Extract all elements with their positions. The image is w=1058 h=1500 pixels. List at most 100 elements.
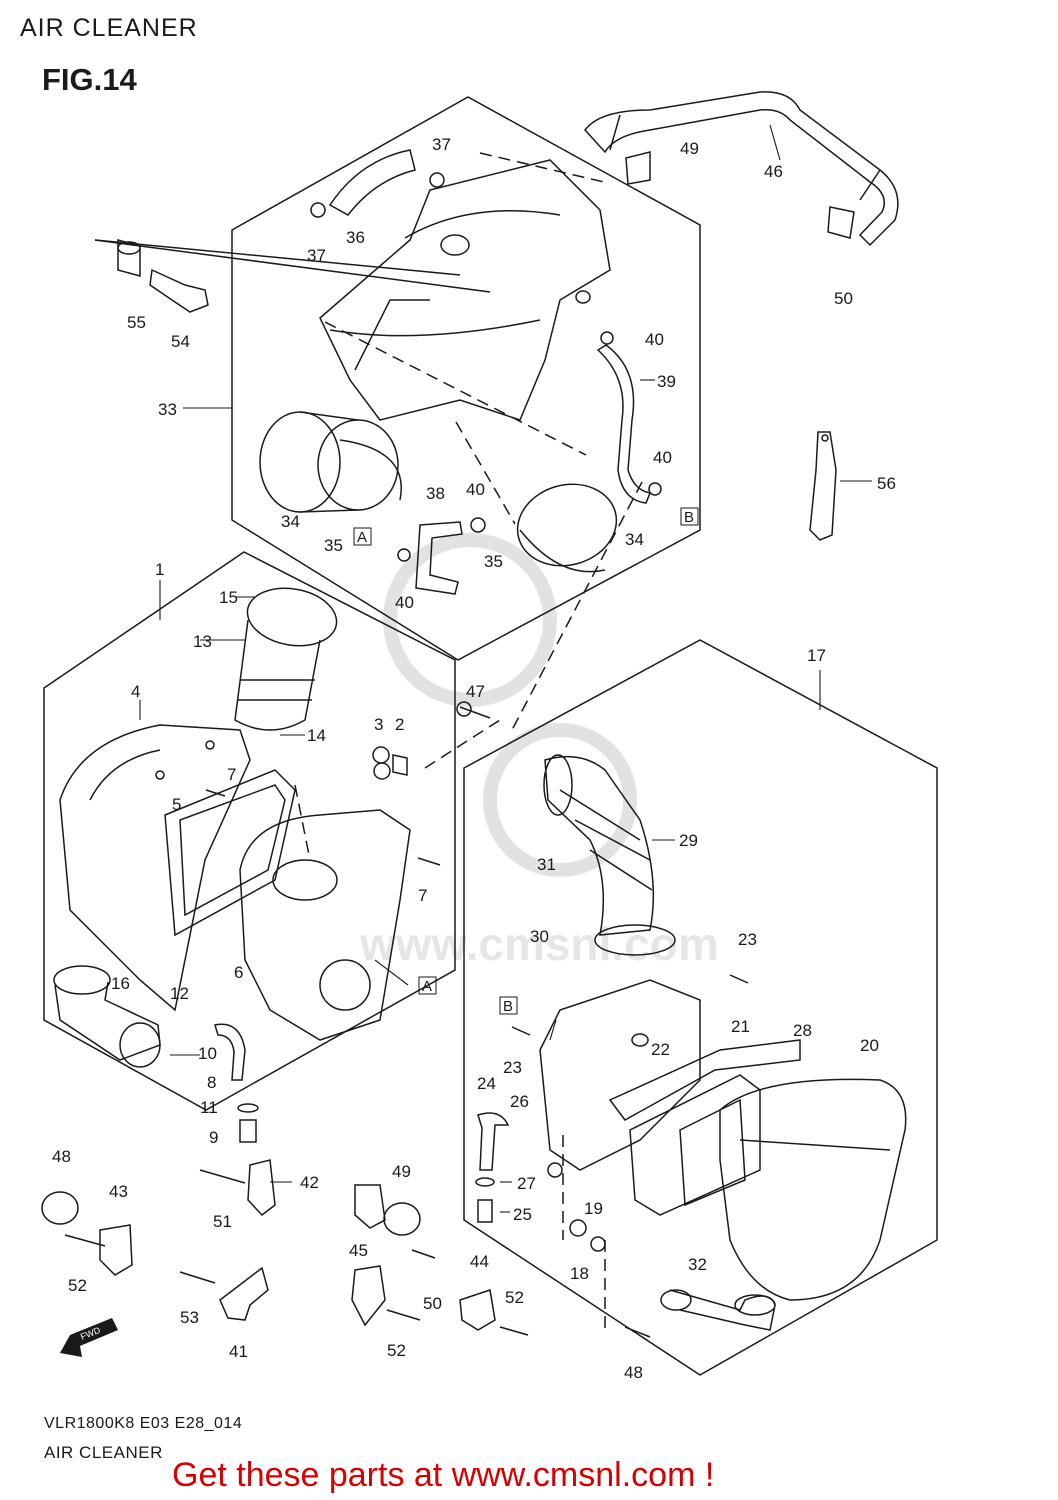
- part-23-screw: [511, 974, 749, 1036]
- part-18-19-grommet: [569, 1219, 606, 1252]
- part-43-bracket: [99, 1224, 133, 1276]
- callout-52: 52: [68, 1276, 87, 1295]
- ref-tag-b-lower: [499, 996, 518, 1015]
- part-52-bolt: [64, 1169, 421, 1321]
- callout-33: 33: [158, 400, 177, 419]
- page-header: AIR CLEANER: [20, 14, 198, 42]
- part-44-bracket: [459, 1289, 496, 1331]
- part-37-clip: [310, 172, 445, 218]
- part-13-outlet-tube: [234, 587, 338, 731]
- part-22-case: [539, 979, 701, 1178]
- part-56-grommet: [117, 239, 141, 277]
- callout-44: 44: [470, 1252, 489, 1271]
- part-20-cover: [719, 1078, 907, 1301]
- callout-2: 2: [395, 715, 404, 734]
- svg-text:B: B: [684, 509, 694, 526]
- callout-23: 23: [738, 930, 757, 949]
- group-outline-upper: [231, 96, 701, 661]
- callout-22: 22: [651, 1040, 670, 1059]
- callout-5: 5: [172, 795, 181, 814]
- part-24-hose: [477, 1112, 510, 1171]
- callout-20: 20: [860, 1036, 879, 1055]
- callout-52: 52: [387, 1341, 406, 1360]
- callout-9: 9: [209, 1128, 218, 1147]
- part-4-outer-cover: [59, 724, 251, 1012]
- callout-35: 35: [324, 536, 343, 555]
- callout-49: 49: [392, 1162, 411, 1181]
- part-21-element: [629, 1074, 761, 1216]
- callout-15: 15: [219, 588, 238, 607]
- part-12-case: [239, 762, 411, 1041]
- callout-48: 48: [624, 1363, 643, 1382]
- cta-link[interactable]: Get these parts at www.cmsnl.com !: [172, 1456, 715, 1494]
- callout-30: 30: [530, 927, 549, 946]
- callout-39: 39: [657, 372, 676, 391]
- callout-34: 34: [625, 530, 644, 549]
- part-54-bolt: [179, 1271, 216, 1284]
- callout-3: 3: [374, 715, 383, 734]
- callout-21: 21: [731, 1017, 750, 1036]
- part-5-element: [164, 769, 296, 937]
- ref-tag-b-upper: [680, 507, 699, 526]
- callout-8: 8: [207, 1073, 216, 1092]
- callout-49: 49: [680, 139, 699, 158]
- part-16-duct: [53, 965, 161, 1068]
- part-41-bracket: [219, 1266, 269, 1321]
- ref-tag-a-lower: [418, 976, 437, 995]
- callout-4: 4: [131, 682, 140, 701]
- callout-16: 16: [111, 974, 130, 993]
- callout-38: 38: [426, 484, 445, 503]
- callout-7: 7: [227, 765, 236, 784]
- callout-labels: 1234567789101112131415161718192021222323…: [52, 135, 896, 1382]
- part-7-screw: [205, 789, 441, 866]
- callout-52: 52: [505, 1288, 524, 1307]
- part-33-air-cleaner-cover: [319, 159, 611, 421]
- callout-32: 32: [688, 1255, 707, 1274]
- callout-40: 40: [395, 593, 414, 612]
- part-28-gasket: [608, 1039, 801, 1121]
- part-9-plug: [239, 1119, 257, 1143]
- callout-40: 40: [466, 480, 485, 499]
- callout-17: 17: [807, 646, 826, 665]
- callout-45: 45: [349, 1241, 368, 1260]
- callout-10: 10: [198, 1044, 217, 1063]
- callout-46: 46: [764, 162, 783, 181]
- part-39-hose: [596, 344, 652, 504]
- callout-51: 51: [213, 1212, 232, 1231]
- part-3-2-grommet: [372, 746, 408, 776]
- callout-53: 53: [180, 1308, 199, 1327]
- part-32-duct: [660, 1289, 776, 1331]
- part-31-seal: [543, 754, 573, 816]
- callout-12: 12: [170, 984, 189, 1003]
- callout-36: 36: [346, 228, 365, 247]
- callout-27: 27: [517, 1174, 536, 1193]
- part-46-bracket: [354, 1184, 386, 1229]
- callout-40: 40: [653, 448, 672, 467]
- watermark-text: www.cmsnl.com: [359, 918, 719, 970]
- ref-tags: A A B B: [353, 507, 699, 1015]
- svg-text:B: B: [503, 998, 513, 1015]
- part-55-plug: [149, 268, 209, 313]
- callout-18: 18: [570, 1264, 589, 1283]
- part-48-bolt: [456, 701, 491, 719]
- part-40-clip: [397, 331, 662, 562]
- svg-text:A: A: [357, 529, 367, 546]
- leader-56-55: [94, 239, 491, 293]
- callout-50: 50: [834, 289, 853, 308]
- ref-tag-a-upper: [353, 527, 372, 546]
- callout-40: 40: [645, 330, 664, 349]
- callout-37: 37: [307, 246, 326, 265]
- part-38-hose: [415, 521, 463, 595]
- callout-29: 29: [679, 831, 698, 850]
- part-50-clamp: [625, 151, 855, 239]
- callout-48: 48: [52, 1147, 71, 1166]
- callout-11: 11: [200, 1098, 218, 1117]
- callout-23: 23: [503, 1058, 522, 1077]
- part-48-lower-bolt: [624, 1326, 651, 1338]
- callout-26: 26: [510, 1092, 529, 1111]
- callout-35: 35: [484, 552, 503, 571]
- part-8-drain-hose: [214, 1023, 246, 1081]
- callout-13: 13: [193, 632, 212, 651]
- part-34-seal: [259, 411, 618, 567]
